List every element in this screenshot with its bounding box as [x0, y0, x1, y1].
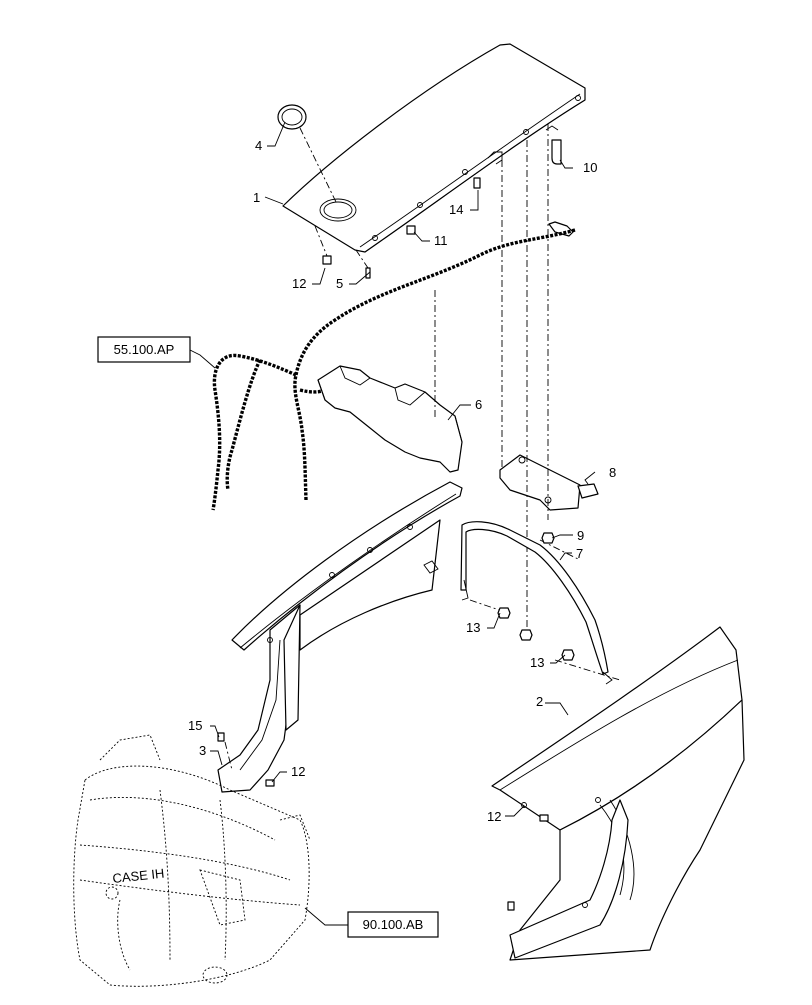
handle-bracket [545, 125, 562, 165]
callout-4: 4 [255, 138, 262, 153]
reference-box-wiring[interactable]: 55.100.AP [97, 336, 191, 363]
insulation-foam [317, 365, 463, 473]
nuts [497, 532, 575, 661]
top-cover-panel [282, 43, 586, 253]
callout-3: 3 [199, 743, 206, 758]
callout-5: 5 [336, 276, 343, 291]
callout-labels: 1 2 3 4 5 6 7 8 9 10 11 12 12 12 13 13 1… [188, 138, 616, 824]
callout-2: 2 [536, 694, 543, 709]
support-tube-frame [460, 521, 613, 685]
callout-14: 14 [449, 202, 463, 217]
reference-hood-label: 90.100.AB [363, 917, 424, 932]
hood-badge: CASE IH [112, 866, 165, 886]
callout-12-top: 12 [292, 276, 306, 291]
right-side-panel [491, 626, 745, 961]
reference-wiring-label: 55.100.AP [114, 342, 175, 357]
callout-7: 7 [576, 546, 583, 561]
callout-11: 11 [434, 233, 448, 248]
callout-1: 1 [253, 190, 260, 205]
callout-12-left: 12 [291, 764, 305, 779]
left-side-panel [217, 481, 463, 793]
callout-12-right: 12 [487, 809, 501, 824]
fastener-bolts [314, 177, 574, 279]
hinge-plate [499, 454, 599, 511]
callout-13-left: 13 [466, 620, 480, 635]
callout-6: 6 [475, 397, 482, 412]
callout-15: 15 [188, 718, 202, 733]
callout-9: 9 [577, 528, 584, 543]
leader-lines [189, 121, 596, 926]
front-hood-reference: CASE IH [73, 734, 311, 987]
callout-8: 8 [609, 465, 616, 480]
reference-box-hood[interactable]: 90.100.AB [347, 911, 439, 938]
assembly-center-lines [434, 124, 621, 681]
callout-13-right: 13 [530, 655, 544, 670]
callout-10: 10 [583, 160, 597, 175]
